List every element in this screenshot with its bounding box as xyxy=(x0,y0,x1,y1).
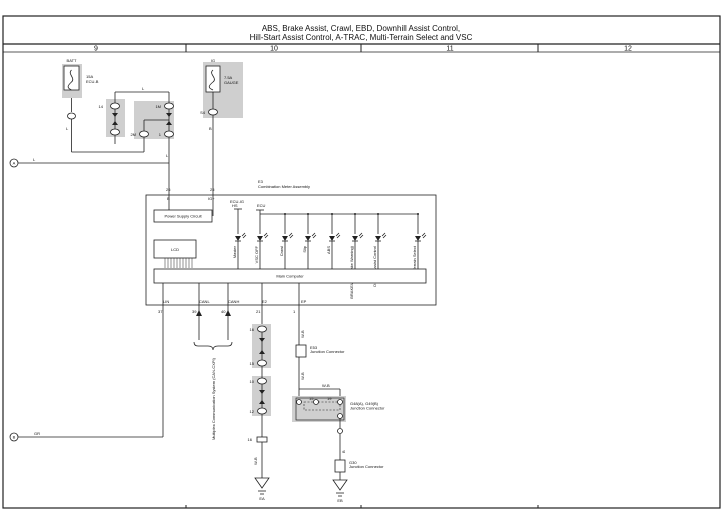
column-10: 10 xyxy=(270,46,278,53)
svg-text:7.5A: 7.5A xyxy=(224,75,233,80)
svg-text:B: B xyxy=(13,435,16,440)
svg-text:10: 10 xyxy=(250,379,255,384)
svg-text:14: 14 xyxy=(99,104,104,109)
indicator-led: Master xyxy=(232,232,247,269)
svg-text:37: 37 xyxy=(158,309,163,314)
svg-text:ECU-B: ECU-B xyxy=(86,79,99,84)
svg-text:G48(A), G49(B): G48(A), G49(B) xyxy=(350,401,379,406)
svg-text:W-B: W-B xyxy=(300,330,305,338)
svg-text:Junction Connector: Junction Connector xyxy=(349,464,384,469)
svg-text:IG+: IG+ xyxy=(208,196,215,201)
indicator-led: Multi-Terrain Select xyxy=(412,213,427,280)
indicator-label: VSC OFF xyxy=(254,245,259,263)
svg-text:E2: E2 xyxy=(262,299,268,304)
svg-text:GAUGE: GAUGE xyxy=(224,80,239,85)
svg-text:2M: 2M xyxy=(130,132,136,137)
svg-text:Junction Connector: Junction Connector xyxy=(310,349,345,354)
svg-text:Main Computer: Main Computer xyxy=(276,274,304,279)
indicator-led: VSC OFF xyxy=(254,232,269,269)
indicator-led: Downhill Assist Control xyxy=(372,213,387,287)
svg-text:A: A xyxy=(13,161,16,166)
svg-text:Power Supply Circuit: Power Supply Circuit xyxy=(164,214,202,219)
combination-meter: E3 Combination Meter Assembly 26 25 B IG… xyxy=(145,179,437,314)
svg-text:EB: EB xyxy=(337,498,343,503)
bus-note: Multiplex Communication System (CAN-CXPI… xyxy=(211,357,216,440)
svg-text:HS: HS xyxy=(232,203,238,208)
svg-text:IG: IG xyxy=(211,58,215,63)
indicator-label: Crawl xyxy=(279,246,284,256)
title-line-1: ABS, Brake Assist, Crawl, EBD, Downhill … xyxy=(262,24,460,33)
svg-text:21: 21 xyxy=(256,309,261,314)
svg-text:1: 1 xyxy=(293,309,296,314)
svg-text:LIN: LIN xyxy=(163,299,169,304)
svg-text:B: B xyxy=(341,450,346,453)
svg-text:EP: EP xyxy=(301,299,307,304)
svg-text:25: 25 xyxy=(210,187,215,192)
indicator-led: ABS xyxy=(326,213,341,269)
column-11: 11 xyxy=(446,46,453,53)
indicator-label: Slip xyxy=(302,245,307,252)
ground-ea: EA xyxy=(254,477,270,501)
column-9: 9 xyxy=(94,46,98,53)
svg-text:12: 12 xyxy=(250,409,255,414)
svg-text:40: 40 xyxy=(221,309,226,314)
svg-text:CANH: CANH xyxy=(228,299,239,304)
fuse-batt: BATT 15A ECU-B xyxy=(62,58,99,98)
svg-text:B: B xyxy=(167,196,170,201)
svg-text:W-B: W-B xyxy=(300,372,305,380)
svg-text:W-B: W-B xyxy=(322,383,330,388)
svg-text:ECU-IG: ECU-IG xyxy=(230,199,244,204)
column-12: 12 xyxy=(624,46,632,53)
svg-text:1M: 1M xyxy=(155,104,161,109)
svg-text:L: L xyxy=(33,157,36,162)
svg-text:15A: 15A xyxy=(86,74,93,79)
svg-text:GR: GR xyxy=(34,431,40,436)
svg-text:G30: G30 xyxy=(349,460,357,465)
svg-text:ECU: ECU xyxy=(257,203,266,208)
svg-text:LCD: LCD xyxy=(171,247,179,252)
svg-text:BATT: BATT xyxy=(67,58,77,63)
svg-text:19: 19 xyxy=(327,396,332,401)
indicator-led: Slip xyxy=(302,213,317,269)
svg-text:15: 15 xyxy=(250,361,255,366)
indicator-led: Crawl xyxy=(279,213,294,269)
svg-text:1: 1 xyxy=(159,132,162,137)
svg-text:26: 26 xyxy=(166,187,171,192)
fuse-ig: IG 7.5A GAUGE xyxy=(203,58,243,118)
svg-text:E53: E53 xyxy=(310,345,318,350)
indicator-label: Downhill Assist Control xyxy=(372,246,377,287)
svg-text:EA: EA xyxy=(259,496,265,501)
svg-text:L: L xyxy=(166,153,169,158)
svg-text:L: L xyxy=(66,126,69,131)
offpage-b xyxy=(9,432,19,442)
svg-text:E3: E3 xyxy=(258,179,264,184)
indicator-label: Master xyxy=(232,245,237,258)
svg-text:Combination Meter Assembly: Combination Meter Assembly xyxy=(258,184,310,189)
svg-text:W-B: W-B xyxy=(253,457,258,465)
ground-eb: EB xyxy=(332,479,348,503)
indicator-label: ABS xyxy=(326,246,331,254)
svg-text:B: B xyxy=(209,126,212,131)
svg-text:16: 16 xyxy=(250,327,255,332)
junction-g30 xyxy=(334,459,346,473)
svg-text:CANL: CANL xyxy=(199,299,210,304)
junction-e53 xyxy=(295,344,307,358)
connector-c1 xyxy=(67,112,76,120)
svg-text:15: 15 xyxy=(309,396,314,401)
indicator-label: Multi-Terrain Select xyxy=(412,245,417,280)
svg-text:Junction Connector: Junction Connector xyxy=(350,406,385,411)
svg-text:L: L xyxy=(142,86,145,91)
svg-text:S4: S4 xyxy=(200,110,206,115)
title-line-2: Hill-Start Assist Control, A-TRAC, Multi… xyxy=(250,33,473,42)
svg-text:16: 16 xyxy=(248,437,253,442)
junction-g48-g49: 15 19 G48(A), G49(B) Junction Connector xyxy=(292,396,385,422)
svg-text:39: 39 xyxy=(192,309,197,314)
